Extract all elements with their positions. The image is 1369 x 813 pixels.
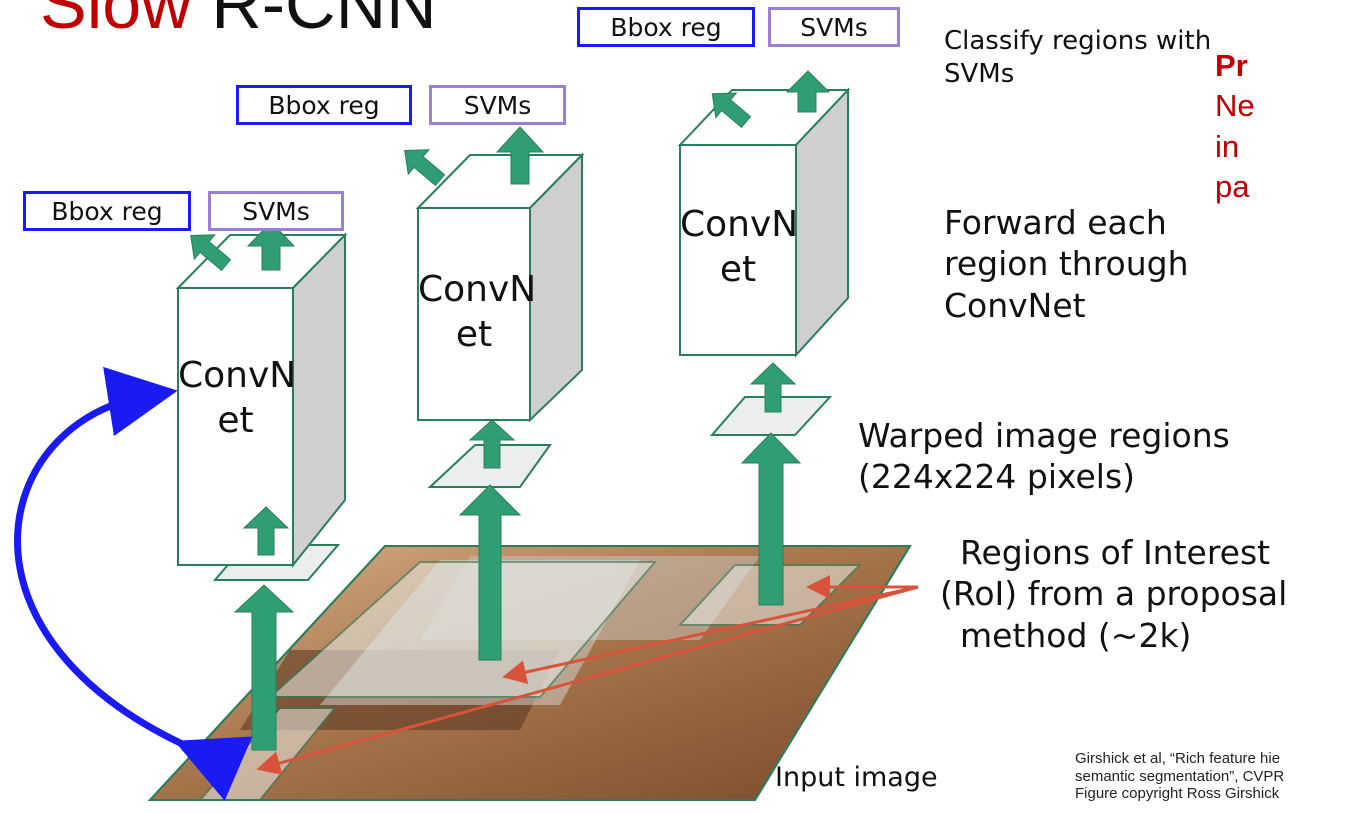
arrow-to-svm-1 — [246, 221, 296, 271]
caption-rois-line3: method (~2k) — [960, 615, 1192, 655]
caption-warped: Warped image regions (224x224 pixels) — [858, 415, 1230, 498]
arrow-image-to-patch-2 — [458, 484, 522, 661]
caption-classify-line1: Classify regions with — [944, 26, 1212, 56]
arrow-to-svm-2 — [495, 126, 545, 185]
blue-curved-arrow — [14, 366, 253, 801]
convnet-cube-2 — [415, 152, 585, 423]
title-slow: Slow — [40, 0, 192, 43]
warped-patch-3 — [709, 396, 833, 436]
convnet-label-1-line2: et — [217, 400, 254, 441]
caption-forward-line1: Forward each — [944, 203, 1167, 242]
bbox-reg-box-1: Bbox reg — [23, 191, 191, 231]
caption-forward-line2: region through — [944, 244, 1189, 284]
arrow-patch-to-convnet-3 — [749, 362, 797, 413]
citation-line2: semantic segmentation”, CVPR — [1075, 767, 1285, 785]
convnet-label-3: ConvN et — [680, 202, 799, 292]
caption-rois: Regions of Interest (RoI) from a proposa… — [940, 532, 1287, 656]
arrow-image-to-patch-3 — [740, 432, 802, 606]
side-note-line1: Ne — [1215, 88, 1255, 124]
title-rcnn: R-CNN — [211, 0, 437, 43]
svms-box-3: SVMs — [768, 7, 900, 47]
citation-line1: Girshick et al, “Rich feature hie — [1075, 750, 1281, 767]
convnet-label-2: ConvN et — [418, 267, 537, 357]
convnet-label-2-line1: ConvN — [418, 269, 537, 310]
roi-pointer-arrow-1 — [256, 585, 919, 775]
roi-pointer-arrow-2 — [502, 585, 919, 684]
side-note: Pr Ne in pa — [1215, 46, 1255, 207]
arrow-to-svm-3 — [785, 70, 831, 113]
convnet-label-1-line1: ConvN — [178, 355, 297, 396]
caption-rois-line1: Regions of Interest — [960, 533, 1271, 572]
bbox-reg-box-3: Bbox reg — [577, 7, 755, 47]
caption-classify-line2: SVMs — [944, 58, 1015, 89]
convnet-label-1: ConvN et — [178, 353, 297, 443]
convnet-label-3-line1: ConvN — [680, 204, 799, 245]
svms-box-1: SVMs — [208, 191, 344, 231]
arrow-to-bbox-3 — [711, 92, 752, 129]
arrow-patch-to-convnet-2 — [468, 419, 516, 469]
caption-input-image: Input image — [775, 762, 938, 793]
roi-region-2 — [267, 561, 658, 698]
caption-rois-line2: (RoI) from a proposal — [940, 574, 1288, 614]
citation-line3: Figure copyright Ross Girshick — [1075, 785, 1280, 803]
side-note-line3: pa — [1215, 168, 1250, 204]
page-title: Slow R-CNN — [40, 0, 437, 46]
caption-forward-line3: ConvNet — [944, 285, 1086, 325]
convnet-cube-3 — [677, 87, 851, 358]
caption-warped-line1: Warped image regions — [858, 416, 1230, 455]
convnet-label-2-line2: et — [455, 314, 493, 355]
caption-classify: Classify regions with SVMs — [944, 25, 1211, 90]
citation: Girshick et al, “Rich feature hie semant… — [1075, 750, 1284, 803]
arrow-patch-to-convnet-1 — [242, 506, 290, 556]
side-note-line2: in — [1215, 128, 1240, 164]
convnet-label-3-line2: et — [719, 249, 757, 290]
svms-box-2: SVMs — [429, 85, 566, 125]
arrow-to-bbox-2 — [404, 149, 446, 187]
arrow-to-bbox-1 — [190, 234, 232, 272]
side-note-bold: Pr — [1215, 48, 1248, 83]
caption-warped-line2: (224x224 pixels) — [858, 457, 1136, 497]
caption-forward: Forward each region through ConvNet — [944, 202, 1189, 326]
bbox-reg-box-2: Bbox reg — [236, 85, 412, 125]
